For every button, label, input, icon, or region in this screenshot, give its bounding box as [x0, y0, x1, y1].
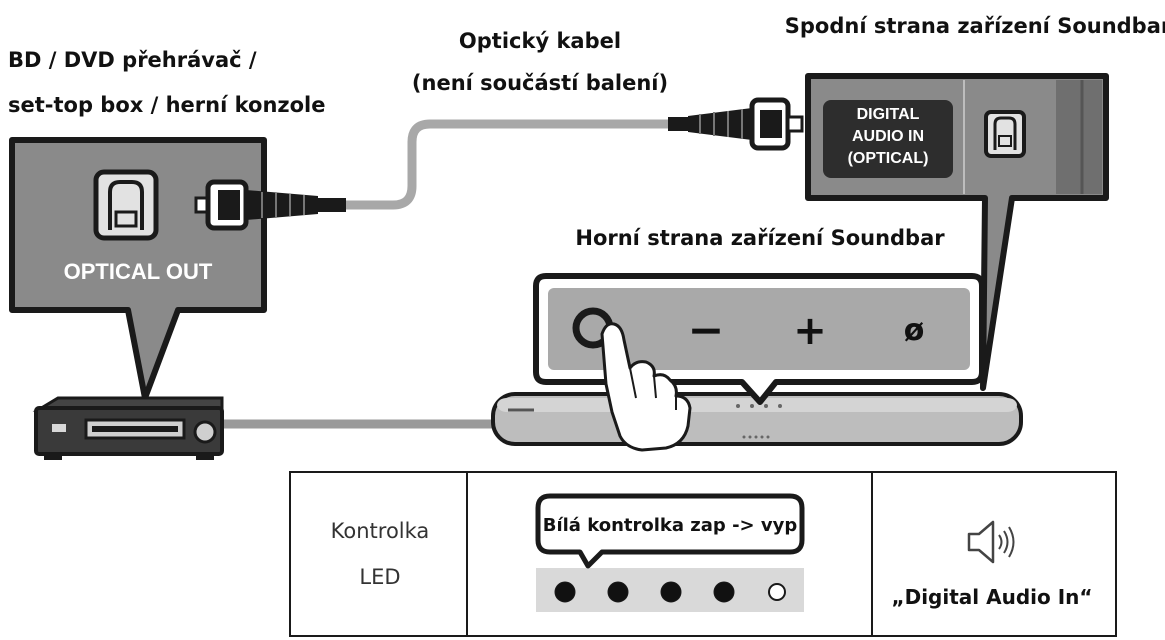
volume-up-button[interactable]: + — [793, 308, 827, 354]
led-1-on — [554, 581, 576, 603]
optical-plug-source-icon — [194, 179, 346, 231]
led-2-on — [607, 581, 629, 603]
optical-out-panel: OPTICAL OUT — [9, 137, 267, 401]
pressing-hand-icon — [600, 322, 692, 452]
led-3-on — [660, 581, 682, 603]
led-4-on — [713, 581, 735, 603]
digital-in-label-line2: AUDIO IN — [852, 128, 924, 145]
optical-out-label: OPTICAL OUT — [64, 259, 213, 284]
digital-in-label-line1: DIGITAL — [857, 106, 920, 123]
volume-down-button[interactable]: − — [688, 305, 725, 356]
led-status-table: Kontrolka LED Bílá kontrolka zap -> vyp … — [289, 471, 1117, 637]
optical-port-icon — [93, 169, 159, 241]
led-label-line1: Kontrolka — [331, 519, 430, 543]
optical-cable — [340, 119, 677, 210]
led-5-off — [768, 583, 786, 601]
digital-audio-in-text: „Digital Audio In“ — [891, 585, 1092, 609]
digital-audio-in-panel: DIGITAL AUDIO IN (OPTICAL) — [805, 73, 1109, 391]
led-callout: Bílá kontrolka zap -> vyp — [535, 493, 805, 569]
source-label-line1: BD / DVD přehrávač / — [8, 48, 257, 72]
speaker-icon — [967, 520, 1015, 564]
cable-label-line1: Optický kabel — [459, 29, 621, 53]
mic-off-button[interactable]: ø — [904, 313, 925, 348]
digital-in-label-line3: (OPTICAL) — [848, 150, 929, 167]
source-label-line2: set-top box / herní konzole — [8, 93, 325, 117]
led-callout-text: Bílá kontrolka zap -> vyp — [543, 515, 798, 536]
top-side-label: Horní strana zařízení Soundbar — [575, 226, 945, 250]
led-label-line2: LED — [359, 565, 400, 589]
bd-dvd-player — [32, 396, 495, 460]
bottom-side-label: Spodní strana zařízení Soundbar — [785, 14, 1165, 38]
led-indicators — [554, 581, 786, 603]
optical-plug-soundbar-icon — [668, 97, 804, 151]
optical-port-icon — [984, 110, 1026, 158]
cable-label-line2: (není součástí balení) — [412, 71, 668, 95]
